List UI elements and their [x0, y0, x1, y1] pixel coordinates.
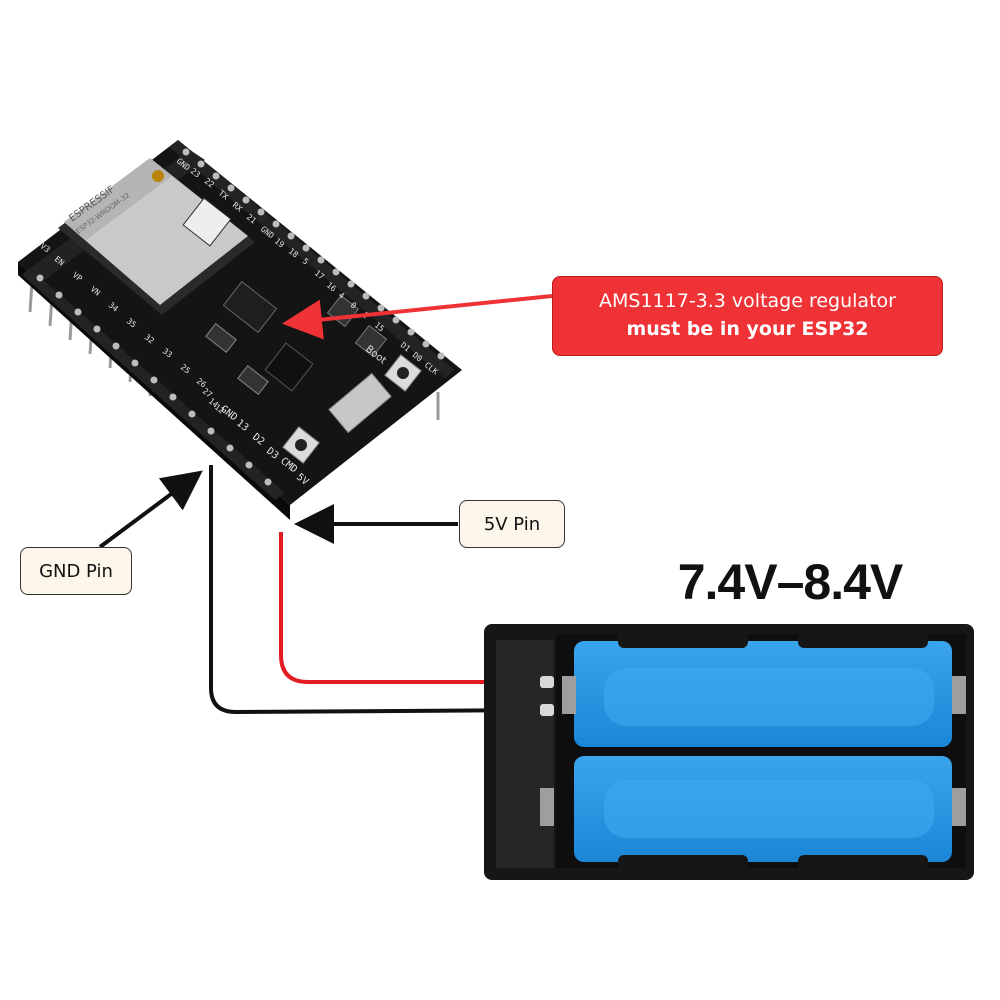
esp32-dev-board: ESPRESSIF ESP32-WROOM-32 Boot GND 13 D2 … — [18, 140, 462, 520]
right-header-strip — [170, 140, 455, 378]
cell-1-terminal-right — [952, 676, 966, 714]
pin-holes-left — [36, 274, 272, 486]
qr-code-icon — [182, 197, 232, 247]
usb-c-port — [328, 372, 392, 434]
antenna-connector-icon — [152, 170, 164, 182]
pin-label: 4 — [337, 290, 346, 300]
battery-holder — [484, 624, 974, 880]
red-wire — [279, 532, 548, 684]
usb-uart-chip — [264, 342, 314, 392]
component — [205, 322, 237, 354]
pin-label: 5 — [301, 256, 310, 266]
cell-1-terminal-left — [562, 676, 576, 714]
boot-button-cap — [397, 367, 409, 379]
pin-label: 0 — [349, 300, 358, 310]
regulator-label-line1: AMS1117-3.3 voltage regulator — [599, 290, 896, 313]
pin-holes-right — [182, 148, 445, 360]
component — [237, 364, 269, 396]
en-button-cap — [295, 439, 307, 451]
cell-2-terminal-left — [540, 788, 554, 826]
terminal-positive — [540, 676, 554, 688]
black-wire — [209, 465, 549, 715]
voltage-range-title: 7.4V–8.4V — [677, 554, 904, 610]
regulator-label-line2: must be in your ESP32 — [626, 318, 869, 340]
cell-2-terminal-right — [952, 788, 966, 826]
five-v-pin-callout: 5V Pin — [459, 500, 565, 548]
gnd-arrow — [98, 470, 203, 549]
regulator-callout: AMS1117-3.3 voltage regulator must be in… — [552, 276, 943, 356]
regulator-arrow — [282, 294, 553, 340]
gnd-pin-label: GND Pin — [39, 560, 113, 582]
five-v-pin-label: 5V Pin — [483, 513, 541, 535]
voltage-regulator — [222, 280, 278, 334]
left-header-strip — [22, 268, 285, 500]
component — [354, 324, 388, 358]
gnd-pin-callout: GND Pin — [20, 547, 132, 595]
terminal-negative — [540, 704, 554, 716]
